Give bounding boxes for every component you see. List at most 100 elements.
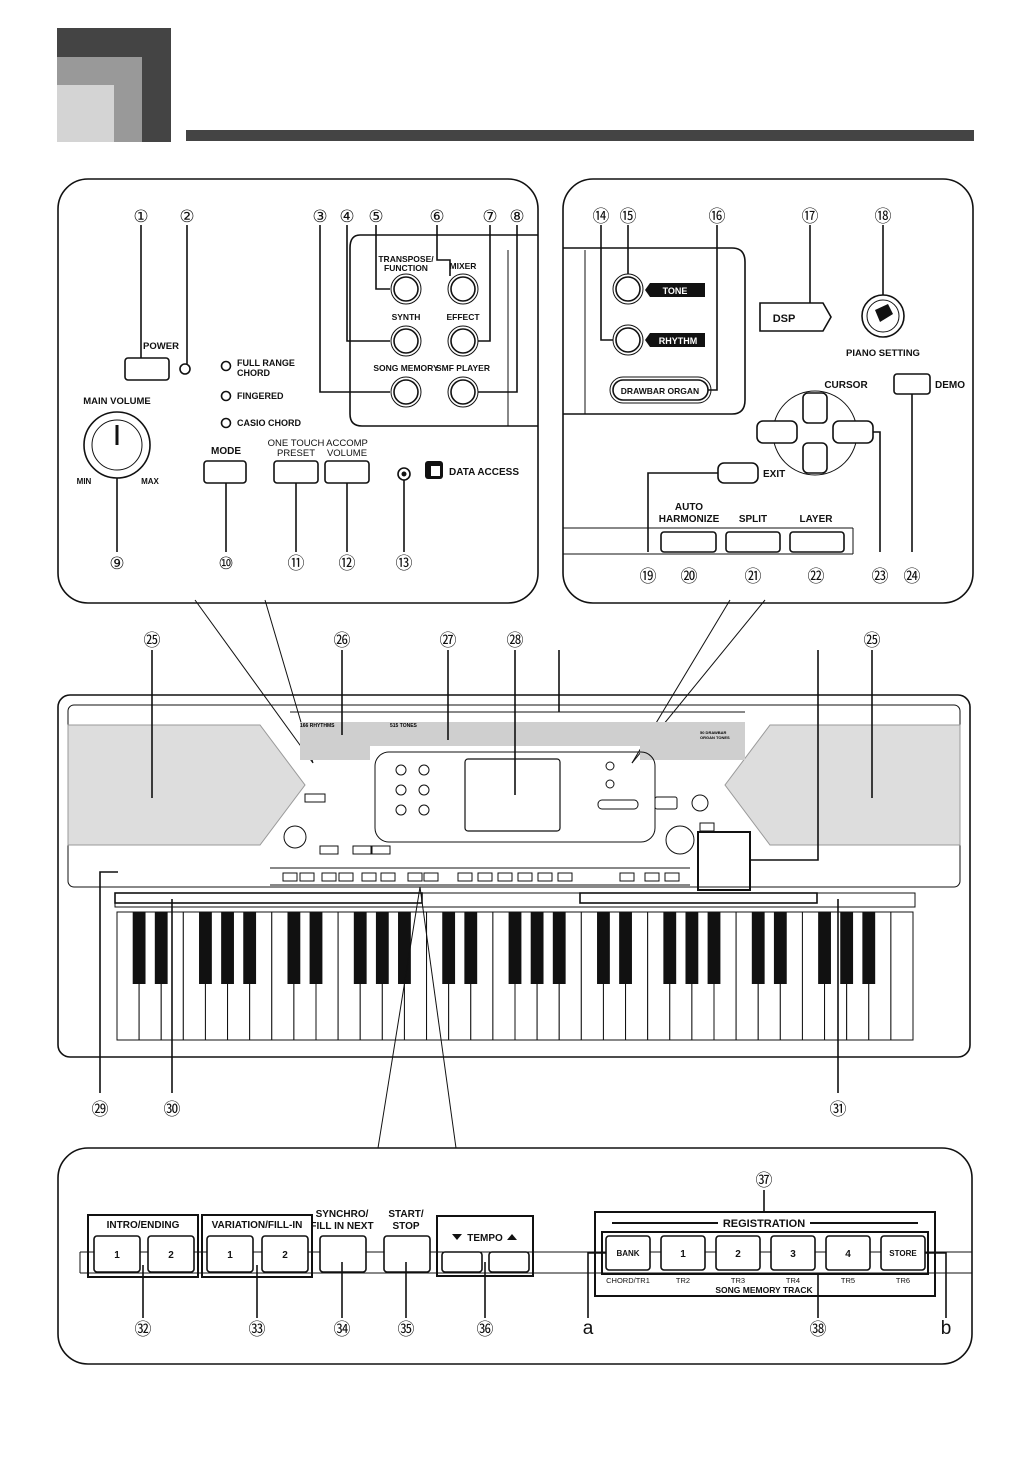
callout-27: ㉗ [440, 631, 457, 650]
callout-28: ㉘ [507, 631, 524, 650]
black-key [464, 912, 478, 984]
start-stop-label: START/ [388, 1209, 424, 1220]
drawbar-tones-label-2: ORGAN TONES [700, 735, 730, 740]
black-key [840, 912, 854, 984]
track-label-4: TR4 [786, 1276, 800, 1285]
one-touch-preset-label-2: PRESET [277, 448, 315, 459]
full-range-chord-label: FULL RANGE [237, 358, 295, 368]
power-button[interactable] [124, 357, 170, 381]
black-key [353, 912, 367, 984]
tempo-down-icon [452, 1234, 462, 1240]
start-stop-label-2: STOP [392, 1221, 419, 1232]
track-label-1: CHORD/TR1 [606, 1276, 650, 1285]
cursor-right-button[interactable] [832, 420, 874, 444]
rhythm-button[interactable] [615, 327, 641, 353]
callout-8: ⑧ [509, 207, 524, 226]
one-touch-preset-button[interactable] [273, 460, 319, 484]
cursor-down-button[interactable] [802, 442, 828, 474]
drawbar-tones-label: 50 DRAWBAR [700, 730, 727, 735]
exit-button[interactable] [717, 462, 759, 484]
mode-label: MODE [211, 446, 241, 457]
demo-label: DEMO [935, 380, 965, 391]
cursor-up-button[interactable] [802, 392, 828, 424]
callout-21: ㉑ [745, 567, 762, 586]
left-speaker [67, 724, 306, 846]
callout-38: ㊳ [810, 1320, 827, 1339]
intro-ending-2-button[interactable] [147, 1235, 195, 1273]
rhythm-label: RHYTHM [659, 336, 698, 346]
callout-4: ④ [339, 207, 354, 226]
dsp-button[interactable] [759, 302, 832, 332]
callout-26: ㉖ [334, 631, 351, 650]
callout-23: ㉓ [872, 567, 889, 586]
callout-2: ② [179, 207, 194, 226]
black-key [818, 912, 831, 984]
callout-7: ⑦ [482, 207, 497, 226]
registration-4-label: 4 [845, 1249, 851, 1260]
piano-icon [875, 304, 893, 322]
callout-29: ㉙ [92, 1100, 109, 1119]
black-key [619, 912, 632, 984]
tones-label: 515 TONES [390, 723, 418, 729]
tone-button[interactable] [615, 276, 641, 302]
label-a: a [583, 1318, 594, 1339]
layer-button[interactable] [789, 531, 845, 553]
black-key [132, 912, 146, 984]
variation-fill-in-2-button[interactable] [261, 1235, 309, 1273]
tempo-up-button[interactable] [488, 1251, 530, 1273]
bottom-panel: INTRO/ENDING 1 2 VARIATION/FILL-IN 1 2 S… [57, 1147, 973, 1365]
effect-label: EFFECT [446, 312, 480, 322]
callout-9: ⑨ [109, 554, 124, 573]
registration-2-button[interactable] [715, 1235, 761, 1271]
synchro-fill-in-next-button[interactable] [319, 1235, 367, 1273]
black-key [199, 912, 212, 984]
callout-6: ⑥ [429, 207, 444, 226]
intro-ending-1-button[interactable] [93, 1235, 141, 1273]
variation-fill-in-1-button[interactable] [206, 1235, 254, 1273]
tempo-label: TEMPO [467, 1233, 503, 1244]
song-memory-button[interactable] [393, 379, 419, 405]
callout-11: ⑪ [288, 554, 305, 573]
synth-button[interactable] [393, 328, 419, 354]
tempo-down-button[interactable] [441, 1251, 483, 1273]
tone-label: TONE [663, 286, 688, 296]
store-label: STORE [889, 1249, 917, 1258]
cursor-left-button[interactable] [756, 420, 798, 444]
smf-player-button[interactable] [450, 379, 476, 405]
full-range-chord-indicator [220, 360, 232, 372]
accomp-volume-button[interactable] [324, 460, 370, 484]
black-key [221, 912, 234, 984]
intro-ending-label: INTRO/ENDING [107, 1220, 180, 1231]
intro-ending-2-label: 2 [168, 1250, 174, 1261]
effect-button[interactable] [450, 328, 476, 354]
start-stop-button[interactable] [383, 1235, 431, 1273]
variation-fill-in-label: VARIATION/FILL-IN [212, 1220, 303, 1231]
black-key [375, 912, 389, 984]
mode-button[interactable] [203, 460, 247, 484]
one-touch-preset-label: ONE TOUCH [268, 438, 325, 449]
transpose-function-label: TRANSPOSE/ [378, 254, 434, 264]
callout-34: ㉞ [334, 1320, 351, 1339]
chord-band-left [114, 892, 423, 904]
track-label-3: TR3 [731, 1276, 745, 1285]
registration-1-button[interactable] [660, 1235, 706, 1271]
casio-chord-indicator [220, 417, 232, 429]
demo-button[interactable] [893, 373, 931, 395]
transpose-function-button[interactable] [393, 276, 419, 302]
chapter-header [57, 28, 974, 142]
registration-4-button[interactable] [825, 1235, 871, 1271]
callout-25-left: ㉕ [144, 631, 161, 650]
registration-3-button[interactable] [770, 1235, 816, 1271]
exit-label: EXIT [763, 469, 785, 480]
full-range-chord-label-2: CHORD [237, 368, 270, 378]
synchro-label: SYNCHRO/ [316, 1209, 369, 1220]
callout-32: ㉜ [135, 1320, 152, 1339]
black-key [663, 912, 677, 984]
drawbar-organ-label: DRAWBAR ORGAN [621, 386, 699, 396]
synth-label: SYNTH [392, 312, 421, 322]
callout-16: ⑯ [709, 207, 726, 226]
mixer-button[interactable] [450, 276, 476, 302]
casio-chord-label: CASIO CHORD [237, 418, 302, 428]
auto-harmonize-button[interactable] [660, 531, 717, 553]
split-button[interactable] [725, 531, 781, 553]
